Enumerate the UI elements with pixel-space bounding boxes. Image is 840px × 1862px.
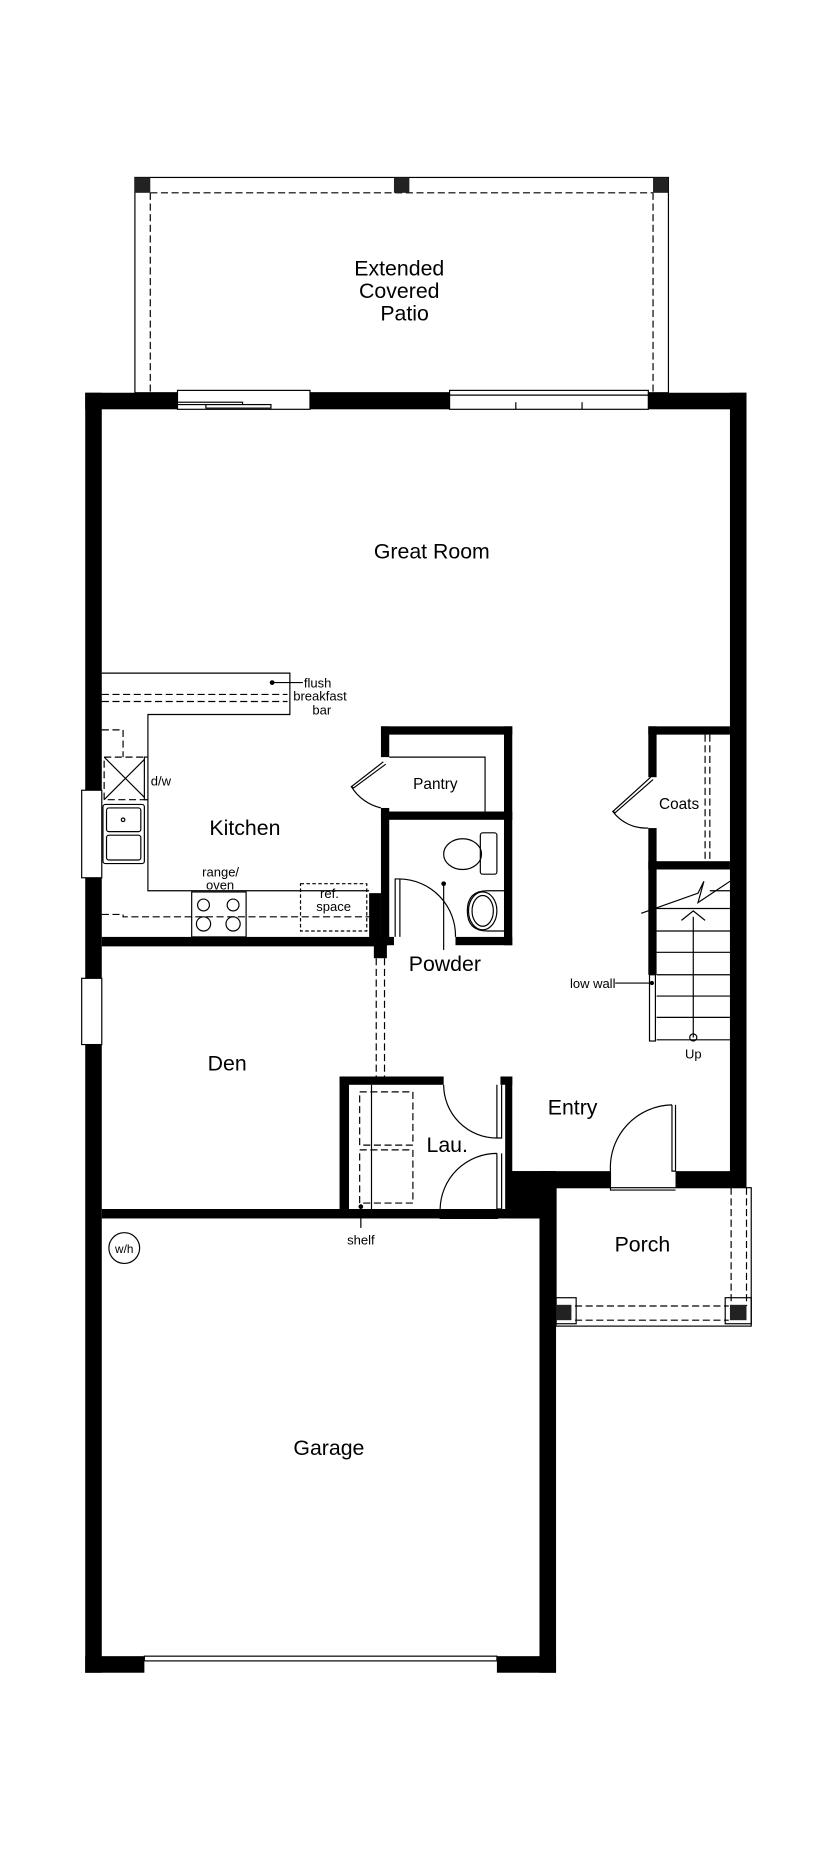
- window-den: [81, 977, 103, 1046]
- patio-post: [393, 177, 410, 193]
- porch-post: [556, 1304, 572, 1321]
- pantry-door[interactable]: [350, 761, 387, 809]
- room-label-coats: Coats: [659, 796, 699, 813]
- dishwasher: [103, 756, 149, 801]
- shelf-label: shelf: [347, 1232, 375, 1247]
- water-heater-icon: [108, 1232, 141, 1265]
- front-door[interactable]: [609, 1104, 677, 1191]
- stairs[interactable]: [641, 880, 731, 1042]
- patio-post: [653, 177, 669, 193]
- porch: Porch: [555, 1187, 752, 1327]
- room-label-den: Den: [208, 1052, 247, 1076]
- sliding-door[interactable]: [176, 389, 311, 410]
- laundry: Lau. shelf: [339, 1076, 513, 1247]
- dishwasher-label: d/w: [151, 773, 172, 788]
- coats-stairs: Coats Up low wall: [570, 726, 731, 1062]
- sink-icon: [467, 891, 498, 931]
- low-wall-label: low wall: [570, 976, 616, 991]
- room-label-porch: Porch: [615, 1233, 671, 1257]
- window-great-room: [448, 389, 649, 410]
- room-label-pantry: Pantry: [413, 776, 458, 793]
- room-label-patio: Extended Covered Patio: [354, 257, 450, 326]
- room-label-powder: Powder: [409, 952, 481, 976]
- patio-post: [134, 177, 151, 193]
- room-label-entry: Entry: [548, 1095, 598, 1119]
- refrigerator-label: ref. space: [316, 886, 351, 914]
- breakfast-bar-label: flush breakfast bar: [293, 675, 350, 717]
- window-kitchen: [81, 789, 103, 879]
- range-oven: [191, 891, 247, 938]
- stairs-up-label: Up: [685, 1047, 702, 1062]
- room-label-laundry: Lau.: [426, 1133, 467, 1157]
- kitchen: flush breakfast bar d/w Kitchen range/ o…: [101, 672, 381, 946]
- powder-door[interactable]: [394, 878, 457, 937]
- range-label: range/ oven: [202, 865, 243, 893]
- pocket-door[interactable]: [375, 958, 386, 1077]
- pantry-powder: Pantry Powder: [350, 726, 513, 976]
- dryer: [359, 1149, 414, 1204]
- room-label-great-room: Great Room: [374, 539, 490, 563]
- laundry-door-upper[interactable]: [443, 1084, 503, 1139]
- washer: [359, 1091, 414, 1146]
- coats-door[interactable]: [611, 776, 654, 829]
- sink: [102, 803, 145, 865]
- toilet-icon: [443, 838, 483, 871]
- water-heater-label: w/h: [114, 1242, 133, 1256]
- refrigerator-space: [299, 883, 368, 932]
- garage-door[interactable]: [143, 1655, 498, 1662]
- laundry-door-lower[interactable]: [439, 1152, 503, 1220]
- patio: Extended Covered Patio: [134, 176, 670, 394]
- room-label-garage: Garage: [293, 1436, 364, 1460]
- exterior-walls: [85, 392, 747, 1673]
- room-label-kitchen: Kitchen: [209, 816, 280, 840]
- porch-post: [729, 1304, 747, 1321]
